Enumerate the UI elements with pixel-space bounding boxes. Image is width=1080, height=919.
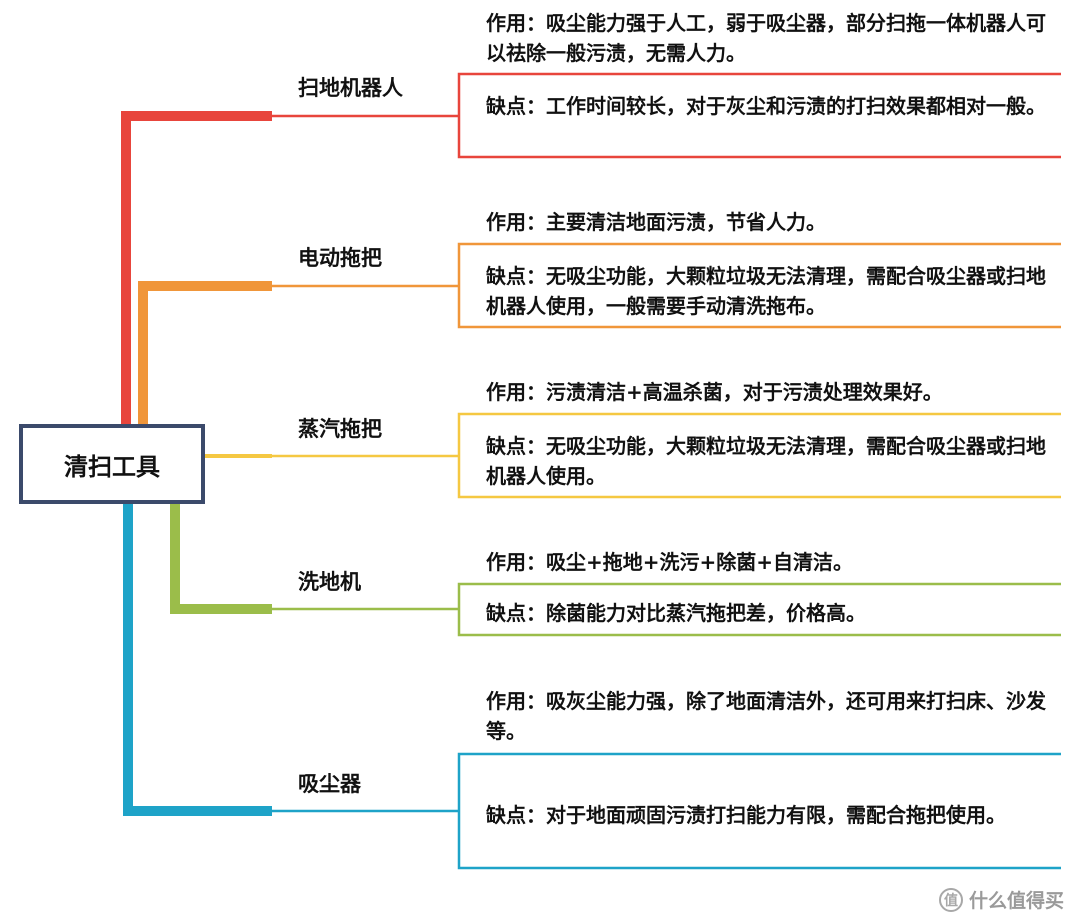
connector-line-2 <box>138 281 272 424</box>
branch-label-floor-washer: 洗地机 <box>298 570 361 594</box>
branch-label-robot-vacuum: 扫地机器人 <box>298 76 403 100</box>
root-node: 清扫工具 <box>19 424 205 504</box>
note-bracket-1 <box>457 72 1061 159</box>
branch-label-electric-mop: 电动拖把 <box>298 246 382 270</box>
note-bracket-4 <box>457 582 1061 637</box>
connector-line-4 <box>170 504 272 614</box>
root-label: 清扫工具 <box>64 452 160 481</box>
note-drawback-floor-washer: 缺点：除菌能力对比蒸汽拖把差，价格高。 <box>486 601 866 625</box>
watermark: 值 什么值得买 <box>938 886 1064 913</box>
connector-line-1 <box>121 111 272 424</box>
branch-label-steam-mop: 蒸汽拖把 <box>298 417 382 441</box>
note-effect-floor-washer: 作用：吸尘+拖地+洗污+除菌+自清洁。 <box>486 550 854 574</box>
watermark-text: 什么值得买 <box>968 890 1064 912</box>
note-effect-electric-mop: 作用：主要清洁地面污渍，节省人力。 <box>486 210 826 234</box>
note-bracket-5 <box>457 752 1061 870</box>
note-effect-robot-vacuum: 作用：吸尘能力强于人工，弱于吸尘器，部分扫拖一体机器人可以祛除一般污渍，无需人力… <box>486 11 1046 65</box>
note-drawback-vacuum-cleaner: 缺点：对于地面顽固污渍打扫能力有限，需配合拖把使用。 <box>486 803 1006 827</box>
note-bracket-2 <box>457 242 1061 329</box>
branch-label-vacuum-cleaner: 吸尘器 <box>298 772 361 796</box>
note-effect-steam-mop: 作用：污渍清洁+高温杀菌，对于污渍处理效果好。 <box>486 380 943 404</box>
note-drawback-electric-mop: 缺点：无吸尘功能，大颗粒垃圾无法清理，需配合吸尘器或扫地机器人使用，一般需要手动… <box>486 264 1046 318</box>
zdm-logo-icon: 值 <box>938 887 963 912</box>
note-bracket-3 <box>457 412 1061 499</box>
note-drawback-robot-vacuum: 缺点：工作时间较长，对于灰尘和污渍的打扫效果都相对一般。 <box>486 94 1046 118</box>
note-drawback-steam-mop: 缺点：无吸尘功能，大颗粒垃圾无法清理，需配合吸尘器或扫地机器人使用。 <box>486 434 1046 488</box>
connector-line-5 <box>123 504 272 816</box>
note-effect-vacuum-cleaner: 作用：吸灰尘能力强，除了地面清洁外，还可用来打扫床、沙发等。 <box>486 689 1046 743</box>
